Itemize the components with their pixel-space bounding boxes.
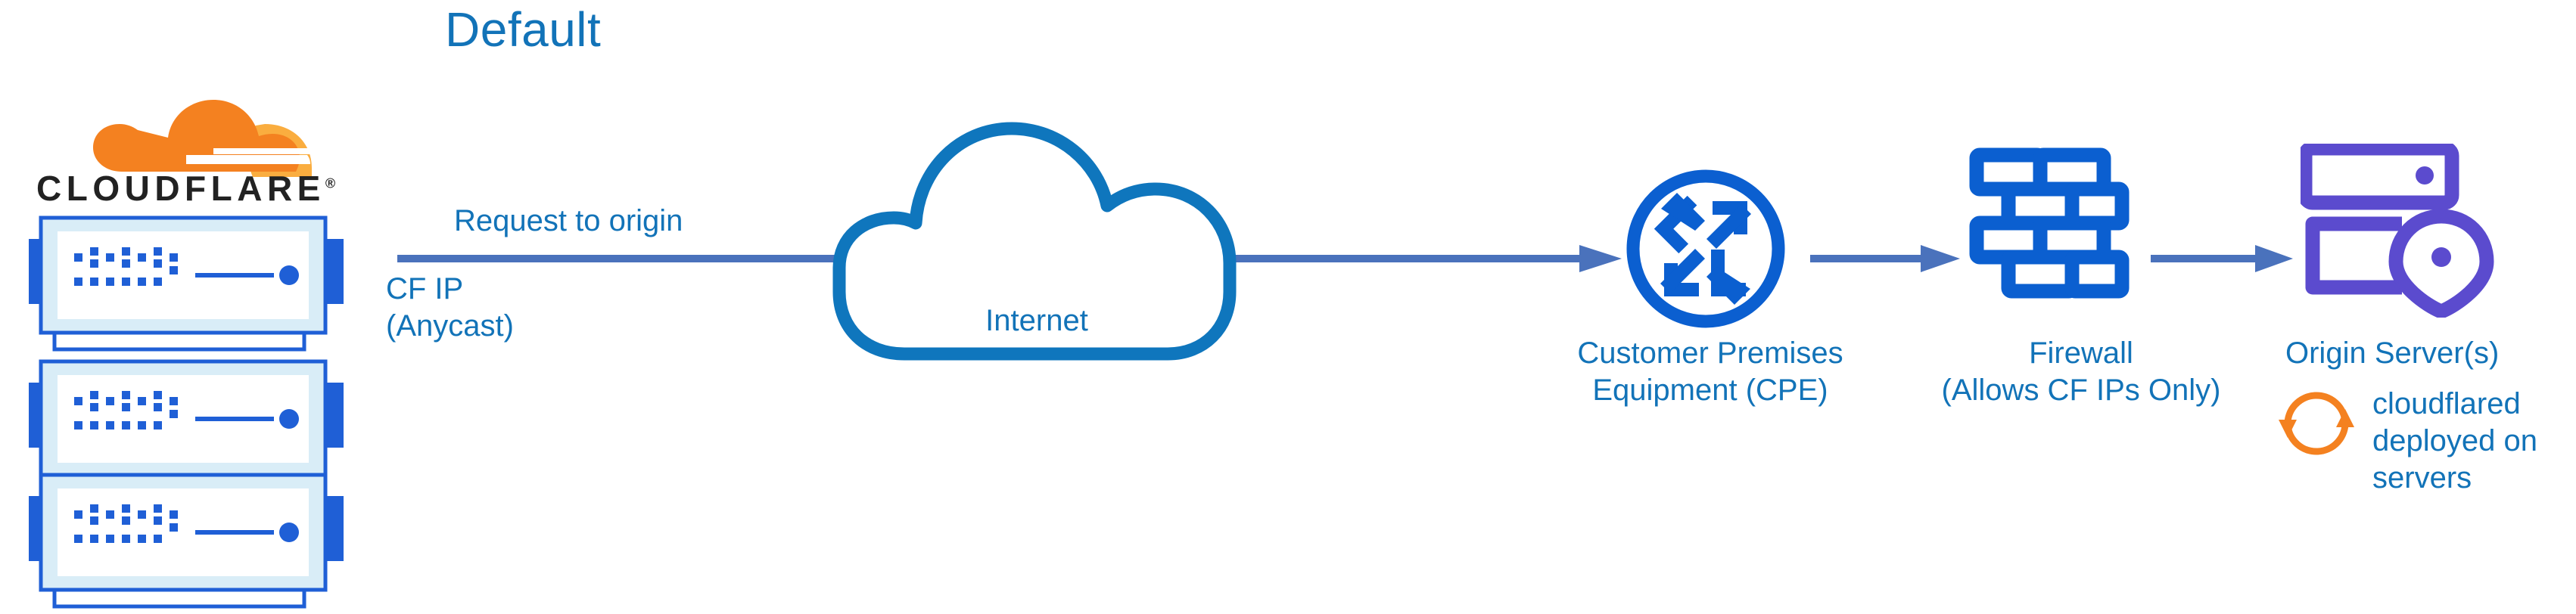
page-title: Default [445,2,602,57]
cloudflare-wordmark: CLOUDFLARE® [36,168,335,209]
cloud-icon [829,112,1283,361]
arrow-cpe-to-firewall [1810,242,1962,277]
sync-refresh-icon [2276,382,2357,464]
cloudflare-cloud-logo [38,98,356,189]
cf-ip-anycast-label: CF IP (Anycast) [386,272,514,343]
network-server-appliance [23,469,351,612]
origin-server-location-icon [2301,144,2503,318]
router-icon [1622,165,1790,333]
registered-trademark-icon: ® [325,175,336,191]
network-server-appliance [23,212,351,355]
brick-wall-icon [1968,147,2131,323]
request-to-origin-label: Request to origin [454,204,683,237]
internet-label: Internet [985,304,1088,337]
cpe-label: Customer Premises Equipment (CPE) [1577,336,1843,407]
firewall-label: Firewall (Allows CF IPs Only) [1941,336,2221,407]
origin-server-label: Origin Server(s) [2285,336,2500,370]
cloudflare-wordmark-text: CLOUDFLARE [36,169,325,208]
arrow-firewall-to-origin [2151,242,2294,277]
cloudflared-callout-text: cloudflared deployed on servers [2372,387,2537,495]
